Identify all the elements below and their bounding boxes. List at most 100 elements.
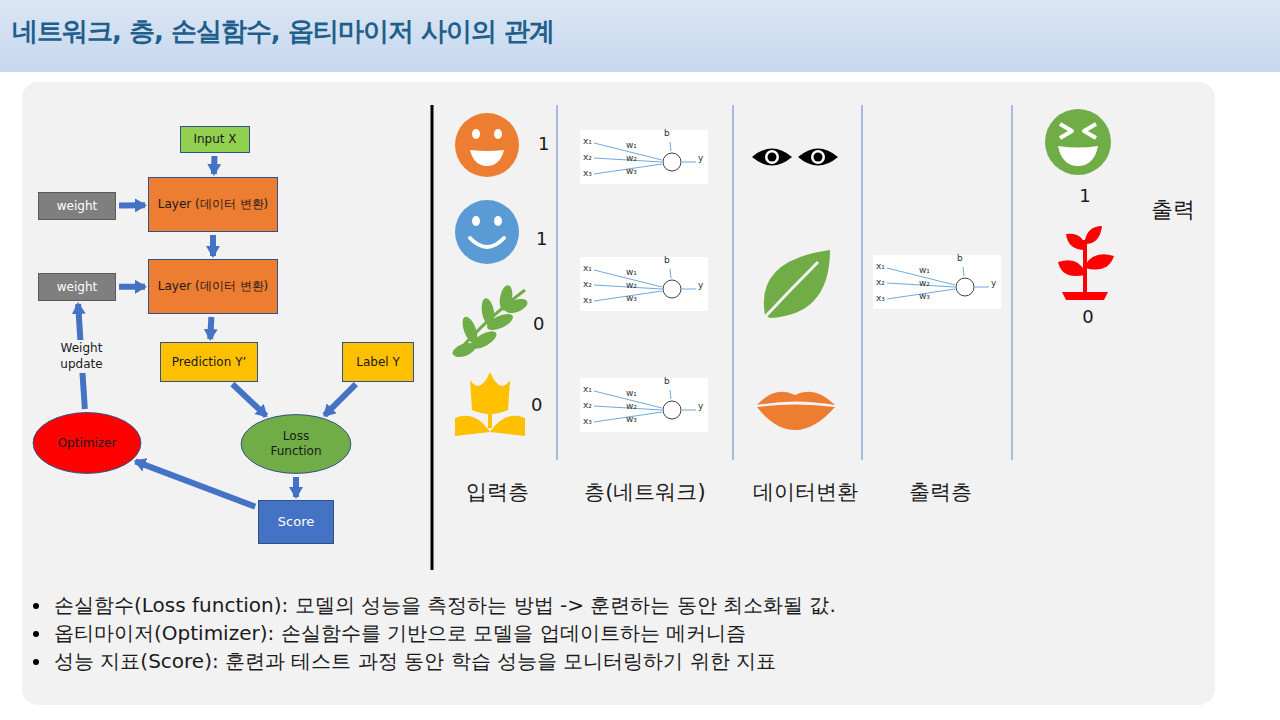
column-heading: 입력층: [466, 480, 529, 505]
neuron-diagram: [580, 378, 708, 432]
column-heading: 데이터변환: [753, 480, 858, 505]
input-box: Input X: [180, 126, 250, 153]
neuron-link: [682, 162, 696, 163]
bullet-dot: [33, 603, 39, 665]
neuron-label: x₂: [583, 400, 592, 411]
text-stack: Optimizer: [58, 436, 117, 451]
flow-arrow: [135, 461, 255, 506]
eyes-icon: [752, 149, 838, 166]
label-box: Label Y: [342, 342, 414, 382]
neuron-label: w₁: [626, 267, 637, 278]
neuron-label: b: [664, 255, 670, 266]
node-text: Layer (데이터 변환): [158, 279, 268, 294]
neuron-label: w₂: [626, 401, 637, 412]
neuron-label: x₃: [583, 295, 592, 306]
neuron-diagram: [580, 257, 708, 311]
neuron-label: w₃: [626, 414, 637, 425]
neuron-label: x₃: [583, 416, 592, 427]
column-heading: 출력층: [909, 480, 972, 505]
bullet-text: 성능 지표(Score): 훈련과 테스트 과정 동안 학습 성능을 모니터링하…: [54, 649, 776, 673]
text-stack: Prediction Y’: [172, 355, 247, 370]
text-stack: weight: [57, 280, 97, 295]
neuron-link: [670, 269, 671, 278]
node-text: Label Y: [356, 355, 400, 370]
neuron-label: w₁: [626, 140, 637, 151]
neuron-ground: [580, 130, 708, 184]
neuron-node: [663, 401, 681, 419]
output-value: 1: [1079, 185, 1090, 207]
neuron-link: [670, 390, 671, 399]
column-heading: 층(네트워크): [584, 480, 705, 505]
neuron-label: b: [664, 128, 670, 139]
neuron-label: x₁: [583, 263, 592, 274]
text-stack: Layer (데이터 변환): [158, 197, 268, 212]
text-stack: Score: [278, 514, 314, 530]
node-text: Layer (데이터 변환): [158, 197, 268, 212]
flow-arrow: [119, 202, 145, 208]
neuron-label: x₃: [876, 293, 885, 304]
layer-box: Layer (데이터 변환): [148, 177, 278, 232]
text-stack: Layer (데이터 변환): [158, 279, 268, 294]
neuron-label: w₂: [919, 278, 930, 289]
text-stack: Label Y: [356, 355, 400, 370]
layer-box: Layer (데이터 변환): [148, 259, 278, 314]
blue-smiley: [455, 200, 519, 264]
page-title: 네트워크, 층, 손실함수, 옵티마이저 사이의 관계: [12, 14, 554, 49]
class-value: 1: [536, 228, 547, 250]
output-value: 0: [1082, 306, 1093, 328]
neuron-diagram: [873, 255, 1001, 309]
bullet-text: 옵티마이저(Optimizer): 손실함수를 기반으로 모델을 업데이트하는 …: [54, 621, 746, 645]
node-text: weight: [57, 280, 97, 295]
neuron-link: [963, 267, 964, 276]
lips-icon: [757, 392, 835, 430]
flow-arrow: [325, 384, 356, 415]
neuron-label: b: [664, 376, 670, 387]
neuron-node: [956, 278, 974, 296]
flow-arrow: [210, 235, 216, 256]
neuron-ground: [580, 378, 708, 432]
score-box: Score: [258, 500, 334, 544]
output-heading: 출력: [1151, 197, 1195, 223]
neuron-label: w₃: [919, 291, 930, 302]
node-text: Input X: [193, 132, 236, 147]
neuron-link: [682, 289, 696, 290]
neuron-link: [670, 142, 671, 151]
neuron-label: y: [698, 280, 703, 291]
neuron-label: x₁: [583, 136, 592, 147]
node-text: Prediction Y’: [172, 355, 247, 370]
neuron-label: w₃: [626, 293, 637, 304]
neuron-label: y: [991, 278, 996, 289]
orange-smiley: [455, 113, 519, 177]
edge-label: Weight update: [51, 340, 111, 373]
neuron-label: w₁: [626, 388, 637, 399]
red-plant: [1058, 226, 1114, 300]
neuron-label: b: [957, 253, 963, 264]
node-text: Score: [278, 514, 314, 530]
neuron-diagram: [580, 130, 708, 184]
neuron-ground: [580, 257, 708, 311]
flow-arrow: [211, 156, 218, 174]
neuron-label: x₂: [876, 277, 885, 288]
node-text: Optimizer: [58, 436, 117, 451]
leaf-branch: [451, 284, 530, 360]
neuron-label: x₂: [583, 152, 592, 163]
text-stack: Input X: [193, 132, 236, 147]
loss-ellipse: Loss Function: [240, 414, 352, 474]
text-stack: weight: [57, 199, 97, 214]
flow-arrow: [293, 477, 299, 497]
tulip: [455, 372, 525, 436]
neuron-label: w₃: [626, 166, 637, 177]
neuron-node: [663, 280, 681, 298]
class-value: 1: [538, 133, 549, 155]
neuron-label: x₂: [583, 279, 592, 290]
node-text: Loss Function: [260, 429, 332, 459]
column-divider: [557, 105, 1012, 460]
optimizer-ellipse: Optimizer: [32, 412, 142, 474]
neuron-label: y: [698, 153, 703, 164]
ellipse-fill: [33, 413, 141, 474]
class-value: 0: [533, 313, 544, 335]
laughing-face: [1045, 109, 1111, 175]
flow-arrow: [210, 317, 211, 339]
flow-arrow: [119, 284, 145, 290]
neuron-label: w₂: [626, 280, 637, 291]
